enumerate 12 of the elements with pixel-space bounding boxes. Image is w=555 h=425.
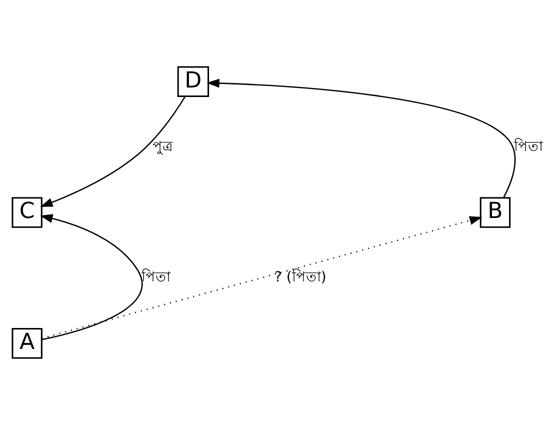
edge-label: ? (পিতা): [274, 270, 326, 286]
arrow: [40, 96, 186, 208]
arrow: [206, 78, 516, 198]
node-box: C: [12, 197, 42, 228]
node-box: D: [177, 66, 210, 97]
edge-label: পিতা: [141, 270, 170, 286]
arrow: [40, 214, 142, 340]
edge-label: পিতা: [514, 138, 543, 155]
arrow: [42, 216, 482, 339]
edge-label: পুত্র: [152, 138, 172, 155]
node-box: A: [12, 328, 42, 359]
node-box: B: [480, 197, 511, 228]
